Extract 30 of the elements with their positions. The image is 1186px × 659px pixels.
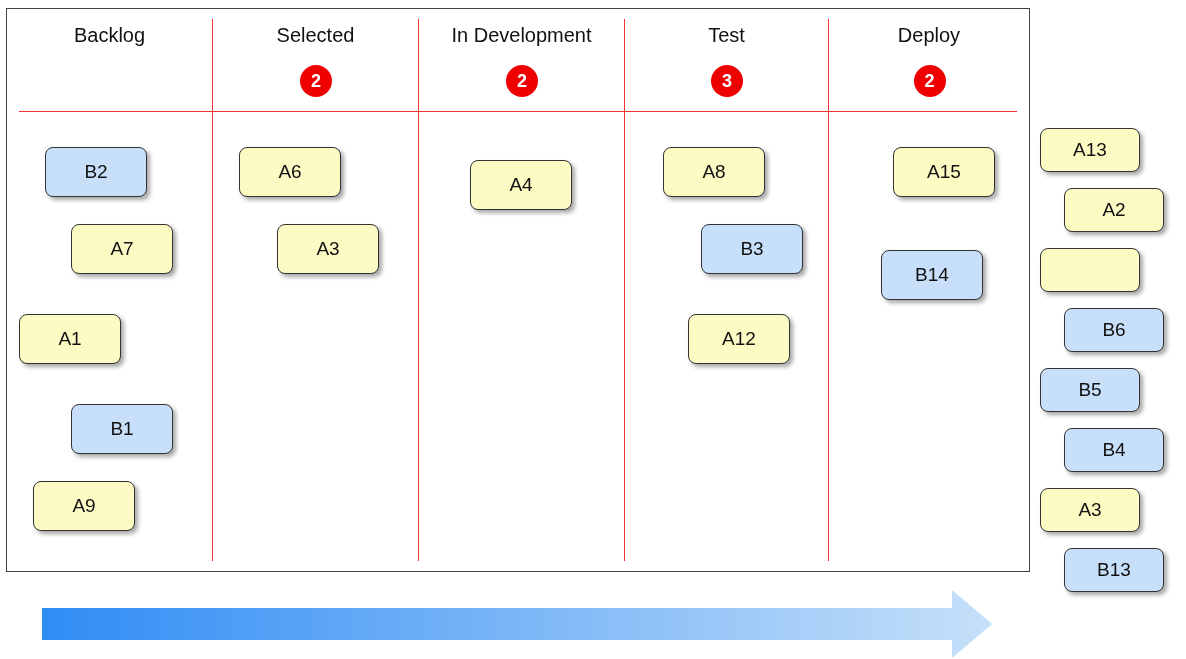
column-header: In Development xyxy=(450,24,593,47)
wip-limit-badge: 2 xyxy=(913,65,946,97)
task-card: A6 xyxy=(239,147,341,197)
task-card: A7 xyxy=(71,224,173,274)
task-card: A13 xyxy=(1040,128,1140,172)
task-card: A2 xyxy=(1064,188,1164,232)
task-card: A12 xyxy=(688,314,790,364)
task-card: A3 xyxy=(1040,488,1140,532)
wip-limit-badge: 2 xyxy=(506,65,538,97)
column-header: Deploy xyxy=(896,24,962,47)
task-card: B1 xyxy=(71,404,173,454)
column-header: Selected xyxy=(275,24,356,47)
task-card: B2 xyxy=(45,147,147,197)
task-card: B4 xyxy=(1064,428,1164,472)
wip-limit-badge: 3 xyxy=(711,65,743,97)
task-card: B14 xyxy=(881,250,983,300)
task-card: A3 xyxy=(277,224,379,274)
wip-limit-badge: 2 xyxy=(300,65,332,97)
column-header: Backlog xyxy=(72,24,147,47)
task-card: A9 xyxy=(33,481,135,531)
task-card: B13 xyxy=(1064,548,1164,592)
task-card: B3 xyxy=(701,224,803,274)
task-card: B5 xyxy=(1040,368,1140,412)
column-header: Test xyxy=(707,24,746,47)
task-card: B6 xyxy=(1064,308,1164,352)
task-card: A15 xyxy=(893,147,995,197)
task-card: A1 xyxy=(19,314,121,364)
task-card: A8 xyxy=(663,147,765,197)
task-card: A4 xyxy=(470,160,572,210)
task-card xyxy=(1040,248,1140,292)
